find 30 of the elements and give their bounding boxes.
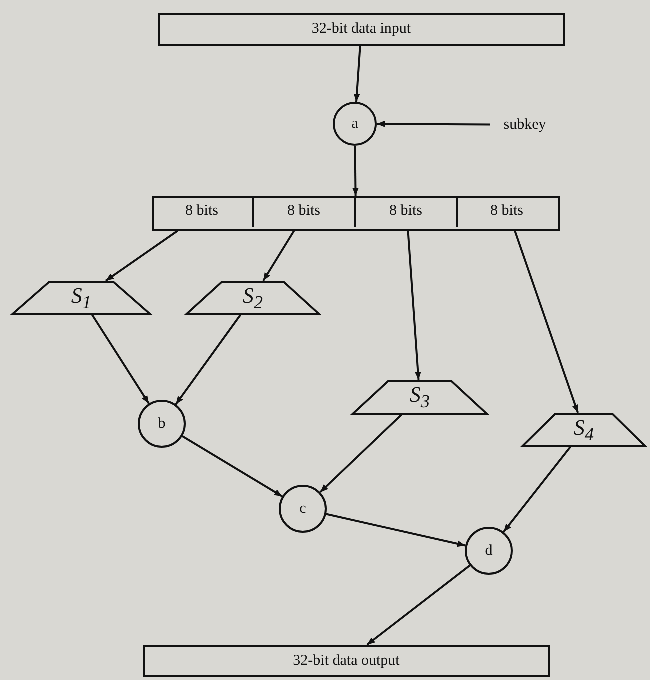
operation-circle: c — [279, 485, 327, 533]
input-label: subkey — [490, 112, 560, 138]
arrow — [320, 414, 402, 494]
byte-cell: 8 bits — [254, 196, 356, 227]
byte-cell: 8 bits — [356, 196, 458, 227]
process-box: 32-bit data input — [158, 13, 565, 46]
operation-circle: b — [138, 400, 186, 448]
arrow — [407, 230, 422, 380]
arrow — [262, 230, 296, 282]
s-box-trapezoid: S$_{2}$ — [186, 281, 320, 315]
arrow — [503, 446, 572, 533]
byte-cell: 8 bits — [458, 196, 556, 227]
operation-circle: d — [465, 527, 513, 575]
byte-cell: 8 bits — [152, 196, 254, 227]
arrow — [182, 436, 283, 498]
process-box: 32-bit data output — [143, 645, 550, 677]
arrow — [92, 314, 150, 404]
s-box-trapezoid: S$_{4}$ — [522, 413, 646, 447]
arrow — [175, 314, 242, 406]
arrow — [354, 46, 362, 102]
arrow — [352, 146, 359, 196]
arrow — [366, 564, 471, 646]
arrow — [377, 120, 490, 128]
arrow — [326, 513, 466, 548]
s-box-trapezoid: S$_{3}$ — [352, 380, 488, 415]
split-bar — [152, 196, 560, 231]
arrow — [105, 230, 178, 282]
s-box-trapezoid: S$_{1}$ — [12, 281, 151, 315]
arrow — [514, 230, 580, 414]
operation-circle: a — [333, 102, 377, 146]
